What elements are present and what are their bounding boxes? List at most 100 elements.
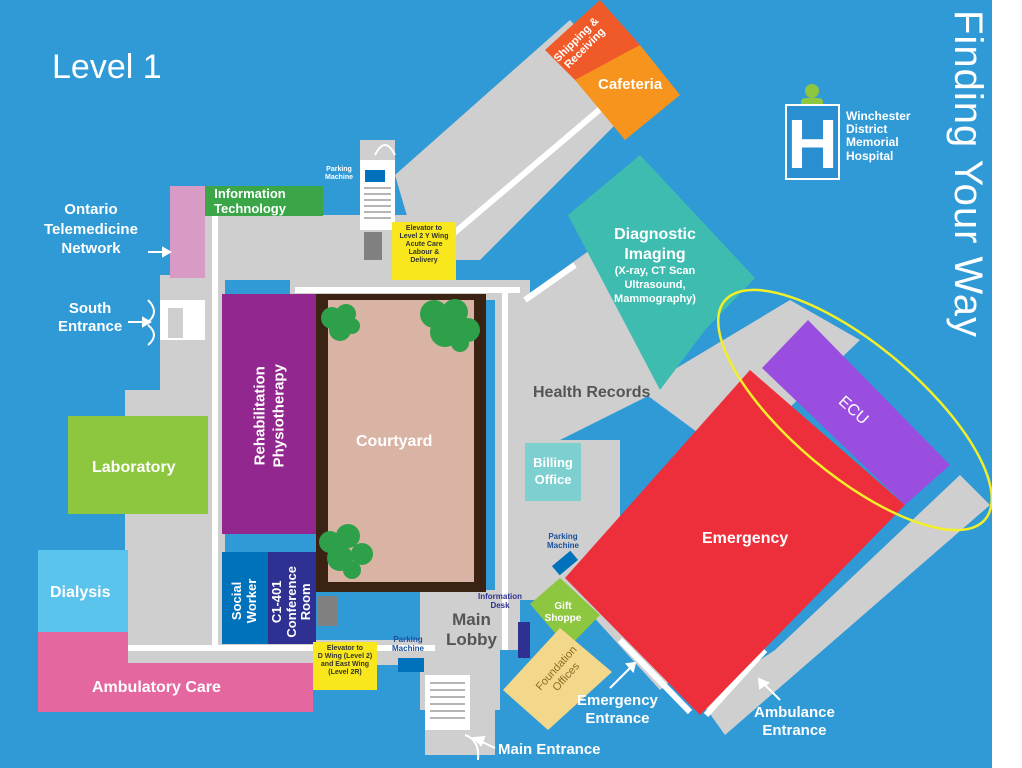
parking-machine-icon <box>365 170 385 182</box>
social-worker-room <box>222 552 268 644</box>
rooms-layer <box>38 0 992 749</box>
label-line: Technology <box>214 200 286 216</box>
parking-machine-label-right: Parking Machine <box>547 532 580 551</box>
door-icon <box>147 144 480 761</box>
otn-room <box>170 186 205 278</box>
label-line: Parking <box>548 532 578 541</box>
laboratory-room <box>68 416 208 514</box>
floor-map: Level 1 Finding Your Way H Winchester Di… <box>0 0 992 768</box>
arrow-icon <box>609 661 637 689</box>
otn-label: Ontario Telemedicine Network <box>44 200 138 259</box>
label-line: Billing <box>533 455 573 470</box>
label-line: Diagnostic <box>614 226 696 243</box>
elevator-icon <box>318 596 338 626</box>
emergency-entrance-label: Emergency Entrance <box>577 692 658 728</box>
conference-room-label: C1-401 Conference Room <box>269 556 314 648</box>
label-line: Delivery <box>410 257 438 265</box>
label-line: Elevator to <box>326 645 364 652</box>
ambulatory-care-label: Ambulatory Care <box>92 679 221 696</box>
label-line: Network <box>61 240 121 257</box>
label-line: C1-401 <box>269 580 285 624</box>
label-line: Emergency <box>577 692 658 709</box>
foundation-offices-room <box>503 628 612 730</box>
rehabilitation-label: Rehabilitation Physiotherapy <box>251 346 289 486</box>
cafeteria-label: Cafeteria <box>598 76 663 93</box>
ecu-room <box>762 320 950 505</box>
arrow-icon <box>128 316 153 328</box>
label-line: Physiotherapy <box>270 364 287 468</box>
courtyard-label: Courtyard <box>356 433 433 450</box>
label-line: (X-ray, CT Scan <box>614 265 696 277</box>
label-line: Acute Care <box>405 241 443 249</box>
hospital-name-line: Hospital <box>846 148 894 163</box>
arrow-icon <box>757 677 781 701</box>
billing-office-label: Billing Office <box>526 455 580 489</box>
label-line: Room <box>298 583 314 621</box>
finding-your-way-title: Finding Your Way <box>946 10 990 339</box>
tree-icon <box>420 299 480 352</box>
parking-machine-label-top: Parking Machine <box>325 166 353 181</box>
conference-room <box>268 552 316 644</box>
shipping-receiving-room <box>545 0 640 95</box>
label-line: Machine <box>392 643 425 653</box>
ambulatory-care-room <box>38 632 313 712</box>
emergency-room <box>565 370 905 715</box>
diagnostic-imaging-label: Diagnostic Imaging (X-ray, CT Scan Ultra… <box>600 225 710 306</box>
label-line: Machine <box>547 540 580 550</box>
ecu-highlight-ring <box>716 288 992 532</box>
label-line: D Wing (Level 2) <box>317 653 373 661</box>
label-line: Machine <box>325 173 354 181</box>
label-line: Rehabilitation <box>251 366 269 466</box>
label-line: Main <box>452 610 491 629</box>
label-line: Social <box>229 581 245 621</box>
label-line: Conference <box>283 566 299 638</box>
label-line: Parking <box>393 635 423 644</box>
label-line: Information <box>214 186 286 201</box>
health-records-label: Health Records <box>533 384 651 401</box>
label-line: Labour & <box>408 249 440 257</box>
elevator-note-bottom: Elevator to D Wing (Level 2) and East Wi… <box>313 642 377 690</box>
hospital-name-line: Memorial <box>846 135 899 150</box>
label-line: and East Wing <box>320 661 370 669</box>
hospital-name-line: District <box>846 122 888 137</box>
ambulance-entrance-label: Ambulance Entrance <box>754 704 835 740</box>
label-line: Shoppe <box>544 613 582 624</box>
hospital-logo: H <box>785 84 840 182</box>
label-line: Gift <box>554 601 572 612</box>
label-line: Level 2 Y Wing <box>399 233 449 241</box>
parking-machine-label-bottom: Parking Machine <box>392 635 425 654</box>
tree-icon <box>321 304 360 341</box>
emergency-label: Emergency <box>702 530 789 547</box>
information-technology-room <box>205 186 323 216</box>
dialysis-room <box>38 550 128 632</box>
label-line: Office <box>534 471 572 487</box>
hospital-name-line: Winchester <box>846 109 911 123</box>
laboratory-label: Laboratory <box>92 459 176 476</box>
arrow-icon <box>471 735 496 749</box>
south-entrance-door <box>168 308 183 338</box>
logo-letter: H <box>785 104 840 182</box>
information-technology-label: Information Technology <box>214 186 286 216</box>
south-entrance-label: South Entrance <box>58 300 122 336</box>
billing-office-room <box>525 443 581 501</box>
stairs-icon <box>425 675 470 730</box>
label-line: Worker <box>244 578 259 624</box>
map-title: Level 1 <box>52 48 162 86</box>
diagnostic-imaging-room <box>568 155 755 390</box>
corridor-lines <box>125 102 768 718</box>
parking-machine-icon <box>398 658 424 672</box>
information-desk-label: Information Desk <box>478 592 522 611</box>
tree-icon <box>319 524 373 579</box>
label-line: South <box>68 300 112 317</box>
label-line: Telemedicine <box>44 220 138 238</box>
label-line: Entrance <box>58 318 123 335</box>
gift-shoppe-room <box>530 578 600 648</box>
gift-shoppe-label: Gift Shoppe <box>541 601 585 625</box>
label-line: Desk <box>490 600 510 610</box>
information-desk-icon <box>518 622 530 658</box>
label-line: Elevator to <box>405 225 443 232</box>
arrow-icon <box>148 246 173 258</box>
label-line: Lobby <box>446 630 497 650</box>
elevator-icon <box>364 232 382 260</box>
label-line: Mammography) <box>614 292 696 305</box>
